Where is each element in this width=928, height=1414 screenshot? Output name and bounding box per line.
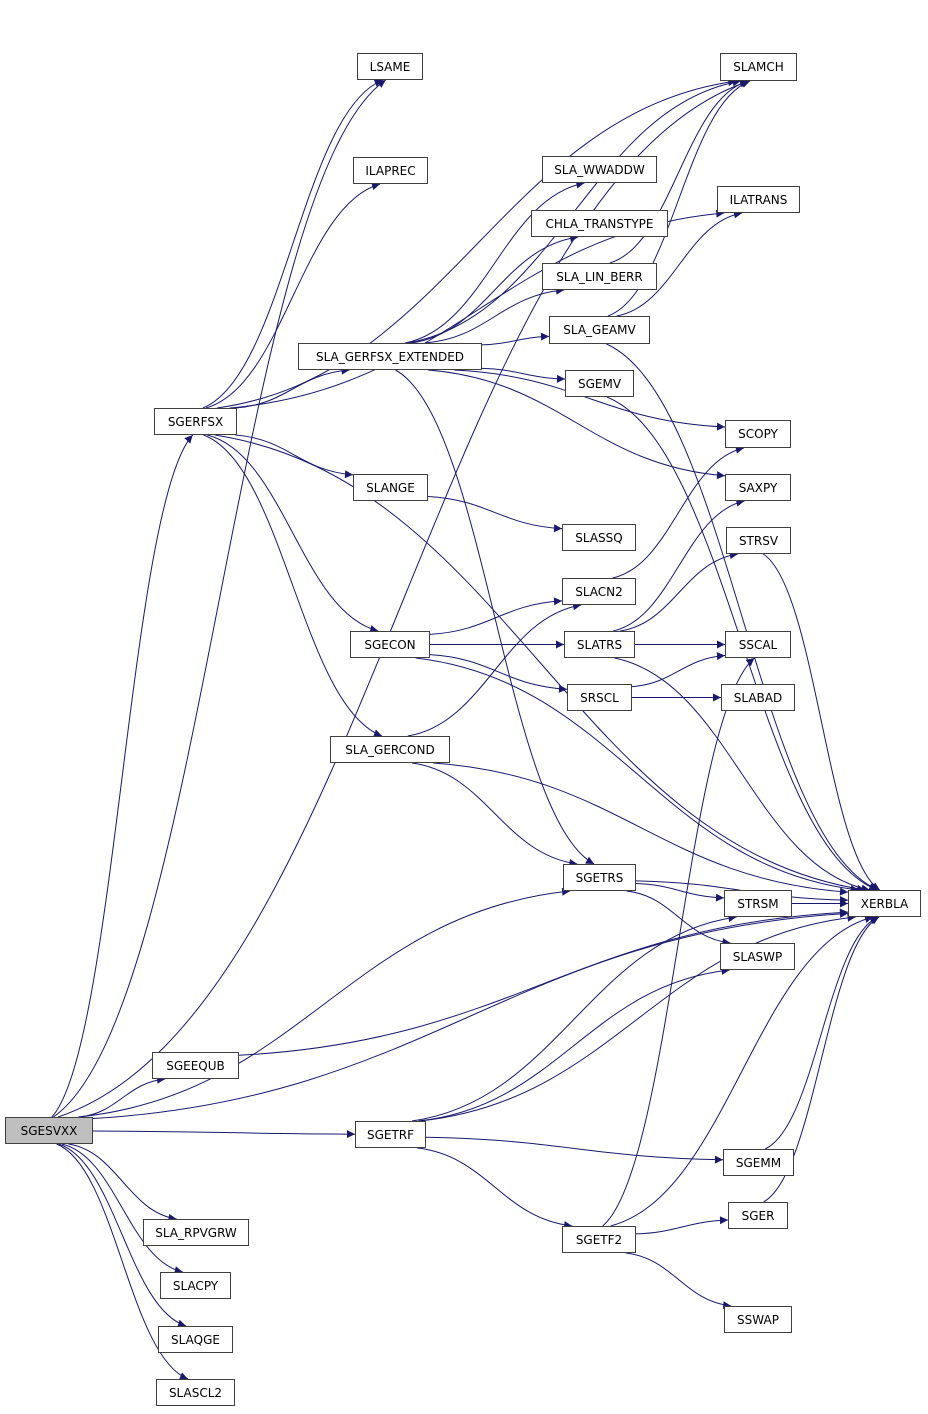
edge-sla_gerfsx_extended-to-sla_wwaddw [405, 180, 585, 344]
edge-sgesvxx-to-sgetrs [78, 887, 571, 1118]
edge-sgetf2-to-sger [635, 1216, 729, 1235]
edge-slange-to-slassq [427, 495, 563, 533]
edge-sla_gerfsx_extended-to-sgemv [481, 367, 566, 383]
node-slacpy[interactable]: SLACPY [160, 1272, 231, 1299]
node-sswap[interactable]: SSWAP [724, 1306, 792, 1333]
node-slaswp[interactable]: SLASWP [720, 943, 795, 970]
edge-slatrs-to-xerbla [614, 657, 870, 893]
edge-sla_gerfsx_extended-to-chla_transtype [411, 234, 579, 344]
edge-sgerfsx-to-ilatrans [229, 209, 725, 409]
edge-sgemm-to-xerbla [764, 916, 879, 1150]
edge-slatrs-to-strsv [620, 551, 738, 632]
node-sgetrs[interactable]: SGETRS [563, 864, 636, 891]
node-ilatrans[interactable]: ILATRANS [717, 186, 800, 213]
node-slabad[interactable]: SLABAD [721, 684, 795, 711]
edge-sla_geamv-to-slamch [607, 80, 751, 317]
node-sgetf2[interactable]: SGETF2 [562, 1226, 636, 1253]
edge-sgetrf-to-xerbla [419, 913, 856, 1122]
node-chla-transtype[interactable]: CHLA_TRANSTYPE [531, 210, 668, 237]
edge-sla_gerfsx_extended-to-sla_lin_berr [425, 286, 565, 344]
edge-sla_gercond-to-slacn2 [407, 602, 582, 737]
edge-sgesvxx-to-sgetrf [92, 1130, 356, 1139]
node-lsame[interactable]: LSAME [357, 53, 423, 80]
edge-sgetrs-to-slaswp [626, 890, 731, 947]
node-slascl2[interactable]: SLASCL2 [156, 1379, 235, 1406]
edge-sla_geamv-to-xerbla [606, 343, 878, 891]
node-sla-gercond[interactable]: SLA_GERCOND [330, 736, 450, 763]
node-slaqge[interactable]: SLAQGE [158, 1326, 233, 1353]
edge-sgesvxx-to-xerbla [92, 909, 849, 1120]
node-xerbla[interactable]: XERBLA [848, 890, 921, 917]
edge-slatrs-to-saxpy [613, 498, 745, 632]
node-slassq[interactable]: SLASSQ [562, 524, 636, 551]
edge-strsv-to-xerbla [762, 553, 881, 891]
node-slatrs[interactable]: SLATRS [564, 631, 635, 658]
edge-sgerfsx-to-sla_gercond [203, 434, 383, 737]
node-srscl[interactable]: SRSCL [567, 684, 632, 711]
edge-srscl-to-sscal [631, 652, 726, 688]
node-sscal[interactable]: SSCAL [725, 631, 791, 658]
edge-sger-to-xerbla [763, 916, 880, 1203]
edge-sla_geamv-to-ilatrans [616, 210, 743, 317]
edge-slacn2-to-scopy [612, 445, 744, 579]
edge-sgesvxx-to-sgerfsx [51, 434, 194, 1118]
edge-sgetrf-to-strsm [411, 914, 737, 1122]
node-sger[interactable]: SGER [728, 1202, 788, 1229]
node-sla-lin-berr[interactable]: SLA_LIN_BERR [542, 263, 657, 290]
edge-sgecon-to-srscl [429, 654, 568, 693]
edge-sla_gerfsx_extended-to-saxpy [427, 369, 726, 480]
node-strsv[interactable]: STRSV [726, 527, 791, 554]
edge-sgetf2-to-sscal [602, 657, 755, 1227]
edge-sgesvxx-to-sgeequb [79, 1075, 166, 1118]
node-sla-geamv[interactable]: SLA_GEAMV [549, 316, 650, 344]
node-sgerfsx[interactable]: SGERFSX [154, 408, 237, 435]
edge-sgesvxx-to-slascl2 [56, 1143, 189, 1380]
edge-sla_gerfsx_extended-to-sla_geamv [481, 332, 550, 346]
node-sgetrf[interactable]: SGETRF [355, 1121, 426, 1148]
edge-sla_gercond-to-sgetrs [412, 762, 578, 867]
node-sla-wwaddw[interactable]: SLA_WWADDW [542, 156, 657, 183]
edge-sgetf2-to-sswap [625, 1252, 732, 1310]
node-scopy[interactable]: SCOPY [725, 420, 791, 448]
edge-sgetrs-to-strsm [635, 882, 725, 902]
edge-sgesvxx-to-slaqge [58, 1143, 187, 1328]
node-sla-gerfsx-extended[interactable]: SLA_GERFSX_EXTENDED [298, 343, 482, 370]
edge-sgerfsx-to-sgecon [207, 434, 379, 633]
edge-sla_gerfsx_extended-to-sgetrs [395, 369, 595, 865]
node-sgecon[interactable]: SGECON [350, 631, 430, 658]
node-ilaprec[interactable]: ILAPREC [353, 157, 428, 184]
edge-sgecon-to-slacn2 [429, 597, 563, 635]
node-sgesvxx[interactable]: SGESVXX [5, 1117, 93, 1144]
edge-sgeequb-to-xerbla [238, 908, 849, 1056]
edge-sla_gerfsx_extended-to-scopy [454, 369, 726, 431]
edge-sgerfsx-to-ilaprec [205, 182, 381, 409]
edge-sgesvxx-to-slacpy [61, 1143, 183, 1275]
edge-sgetf2-to-xerbla [610, 915, 874, 1227]
node-slamch[interactable]: SLAMCH [720, 53, 797, 81]
node-saxpy[interactable]: SAXPY [725, 474, 791, 501]
node-slange[interactable]: SLANGE [353, 474, 428, 501]
node-sgemm[interactable]: SGEMM [723, 1149, 794, 1176]
edge-sgetrf-to-slaswp [418, 966, 730, 1122]
edge-sgesvxx-to-lsame [53, 79, 386, 1118]
node-sgeequb[interactable]: SGEEQUB [152, 1052, 239, 1079]
edge-sla_lin_berr-to-slamch [609, 79, 749, 264]
edge-sgerfsx-to-sla_gerfsx_extended [235, 366, 350, 409]
node-sgemv[interactable]: SGEMV [565, 370, 634, 397]
node-slacn2[interactable]: SLACN2 [562, 578, 636, 605]
edge-sgetrf-to-sgetf2 [417, 1147, 573, 1230]
edge-sgerfsx-to-xerbla [214, 434, 866, 893]
node-sla-rpvgrw[interactable]: SLA_RPVGRW [143, 1219, 249, 1246]
edge-sgerfsx-to-slange [235, 434, 354, 479]
edge-sgerfsx-to-lsame [202, 79, 383, 409]
edge-sla_gercond-to-xerbla [433, 762, 849, 896]
node-strsm[interactable]: STRSM [724, 890, 792, 917]
edge-sgecon-to-xerbla [415, 657, 859, 894]
edge-sgetrf-to-sgemm [425, 1136, 724, 1164]
edge-sgesvxx-to-sla_rpvgrw [68, 1143, 177, 1222]
